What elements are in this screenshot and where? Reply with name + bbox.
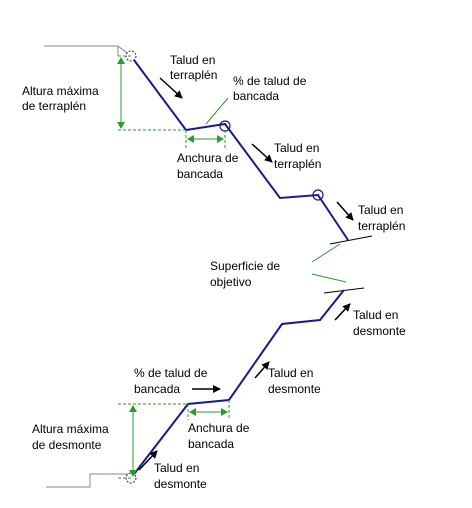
max-cut-height-label: Altura máxima de desmonte (32, 422, 112, 452)
max-cut-height-dimension (118, 403, 188, 479)
target-surface-top-segment (329, 235, 373, 245)
target-surface-leader-lower (311, 273, 347, 283)
direction-arrow-icon (336, 201, 354, 221)
bench-width-top-label: Anchura de bancada (177, 151, 242, 181)
max-fill-height-dimension (117, 55, 186, 131)
bench-width-top-dimension (185, 130, 226, 148)
target-surface-leader-upper (311, 243, 341, 263)
fill-slope-label-3: Talud en terraplén (358, 203, 407, 233)
bench-pct-bottom-label: % de talud de bancada (134, 366, 211, 396)
cut-slope-label-3: Talud en desmonte (154, 461, 207, 491)
cut-profile-line (130, 289, 345, 479)
cut-slope-label-1: Talud en desmonte (353, 308, 406, 338)
bench-circle-icon (312, 189, 324, 201)
direction-arrow-icon (138, 450, 158, 471)
direction-arrow-icon (254, 361, 270, 379)
cut-slope-label-2: Talud en desmonte (268, 366, 321, 396)
cut-ground-line (46, 473, 131, 488)
fill-slope-label-1: Talud en terraplén (170, 53, 219, 82)
fill-profile-line (130, 55, 349, 241)
bench-circle-icon (219, 120, 231, 132)
direction-arrow-icon (159, 77, 183, 99)
direction-arrow-icon (334, 303, 351, 321)
fill-ground-line (44, 45, 132, 57)
target-surface-label: Superficie de objetivo (210, 259, 283, 289)
bench-width-bottom-label: Anchura de bancada (188, 421, 253, 451)
bench-pct-top-leader (205, 97, 229, 125)
direction-arrow-icon (251, 143, 273, 163)
fill-slope-label-2: Talud en terraplén (274, 141, 323, 171)
max-fill-height-label: Altura máxima de terraplén (22, 84, 102, 113)
bench-pct-top-label: % de talud de bancada (233, 74, 310, 103)
bench-width-bottom-dimension (187, 400, 230, 420)
